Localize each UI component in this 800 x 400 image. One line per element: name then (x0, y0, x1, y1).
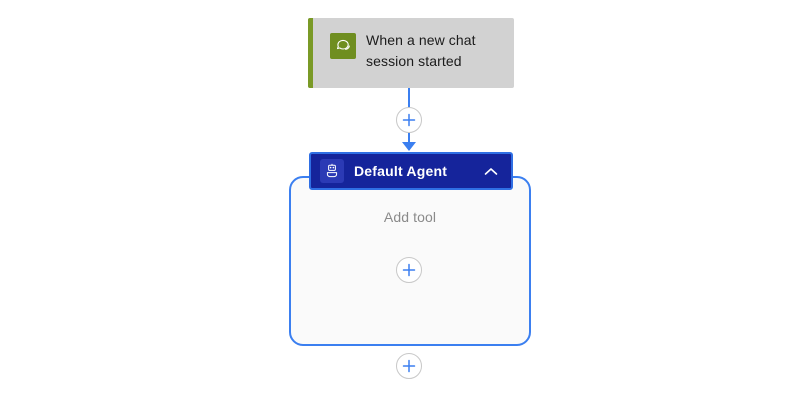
add-step-button-bottom[interactable] (396, 353, 422, 379)
plus-icon (402, 113, 416, 127)
robot-icon (320, 159, 344, 183)
add-tool-label: Add tool (383, 209, 437, 225)
plus-icon (402, 263, 416, 277)
add-step-button[interactable] (396, 107, 422, 133)
trigger-accent-bar (308, 18, 313, 88)
chevron-up-icon[interactable] (484, 167, 498, 176)
trigger-node[interactable]: When a new chat session started (308, 18, 514, 88)
agent-node-title: Default Agent (354, 163, 448, 179)
chat-bubble-icon (330, 33, 356, 59)
agent-node[interactable]: Default Agent (309, 152, 513, 190)
connector-arrowhead (402, 142, 416, 151)
trigger-label-line-1: When a new chat (366, 32, 476, 48)
trigger-node-label: When a new chat session started (366, 30, 506, 72)
trigger-label-line-2: session started (366, 53, 462, 69)
add-tool-button[interactable] (396, 257, 422, 283)
agent-node-header[interactable]: Default Agent (312, 155, 510, 187)
plus-icon (402, 359, 416, 373)
